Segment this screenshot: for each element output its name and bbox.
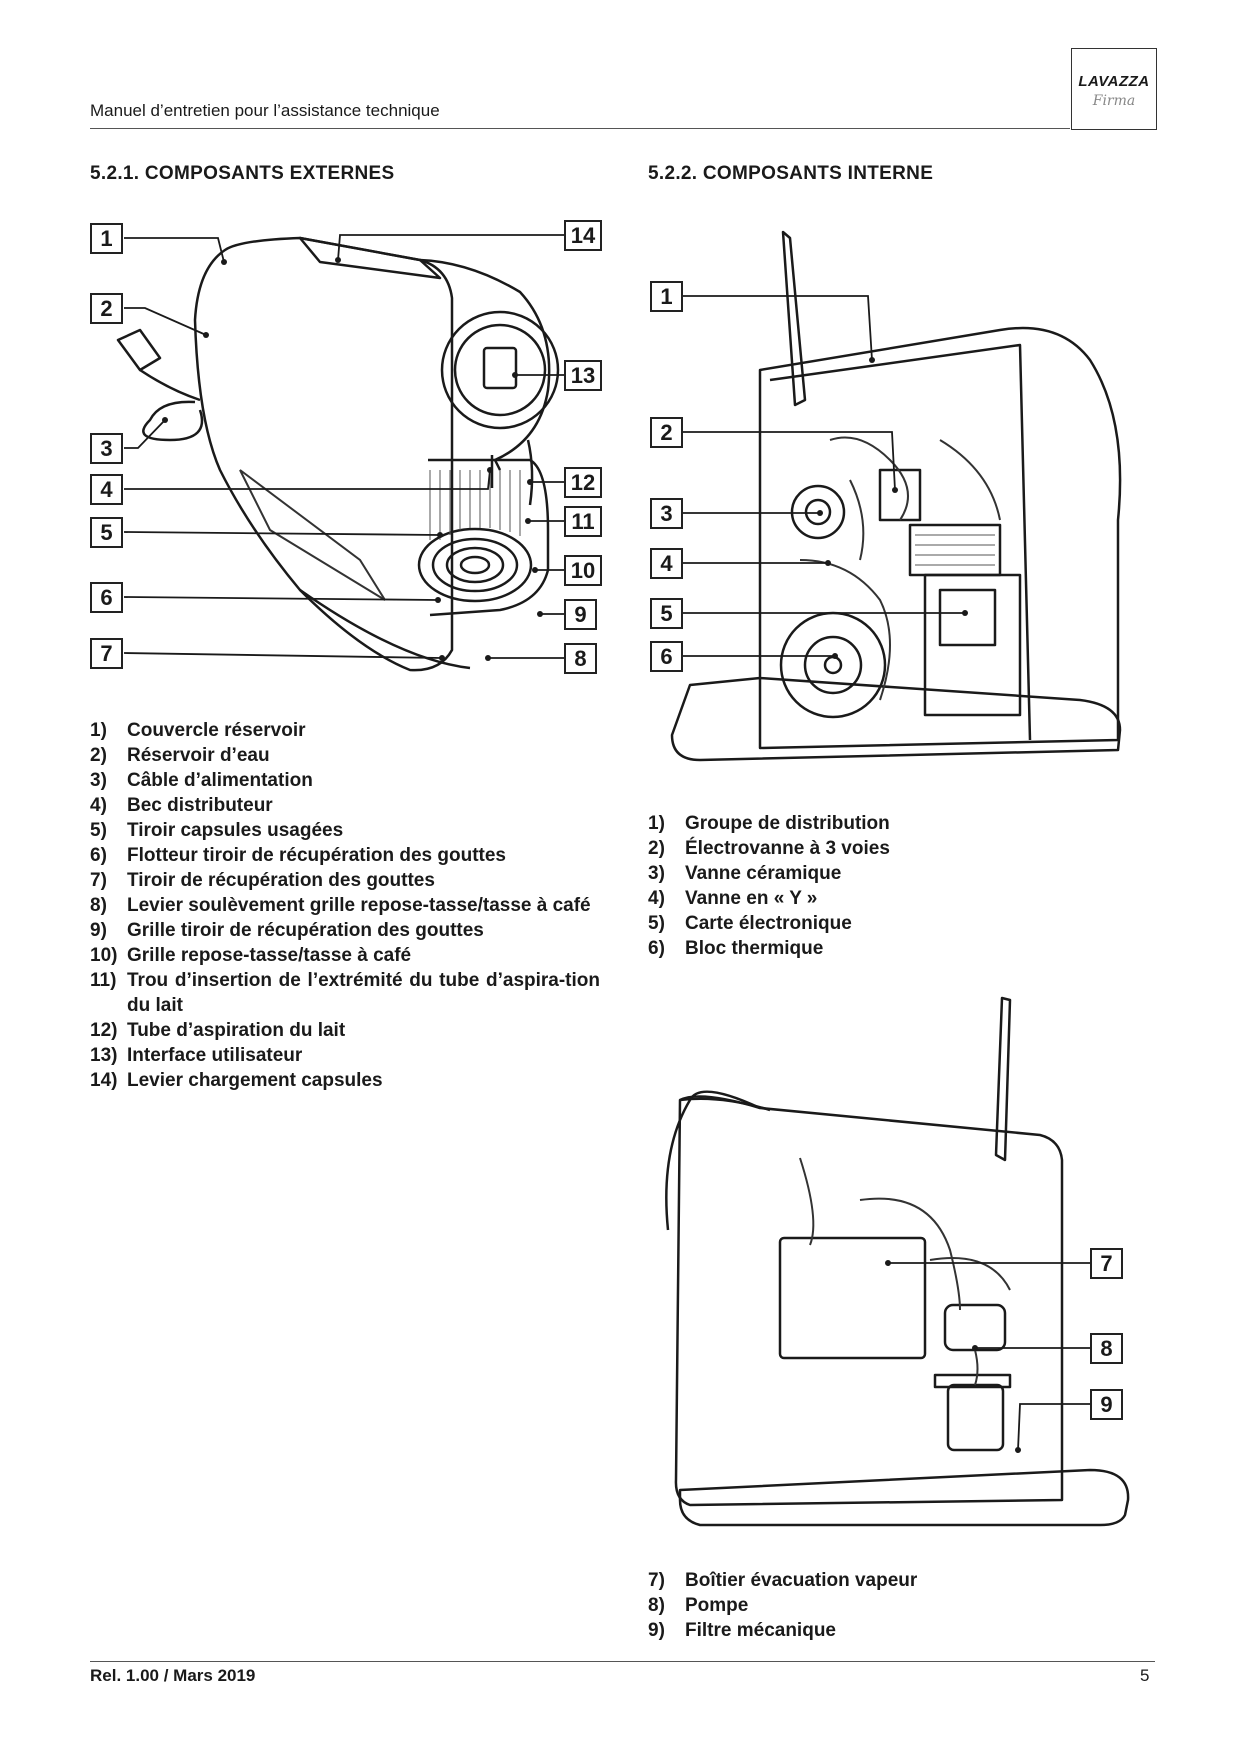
page-number: 5 [1140, 1666, 1150, 1685]
internal-components-list-bottom: 7)Boîtier évacuation vapeur 8)Pompe 9)Fi… [648, 1568, 1048, 1643]
list-item: 7)Boîtier évacuation vapeur [648, 1570, 918, 1591]
callout-int-5: 5 [650, 598, 683, 629]
callout-ext-14: 14 [564, 220, 602, 251]
list-item: 3)Câble d’alimentation [90, 770, 313, 791]
list-item: 6)Bloc thermique [648, 938, 824, 959]
callout-ext-13: 13 [564, 360, 602, 391]
external-components-list: 1)Couvercle réservoir 2)Réservoir d’eau … [90, 718, 600, 1093]
callout-int-7: 7 [1090, 1248, 1123, 1279]
callout-ext-1: 1 [90, 223, 123, 254]
list-item: 13)Interface utilisateur [90, 1045, 303, 1066]
callout-ext-5: 5 [90, 517, 123, 548]
callout-ext-9: 9 [564, 599, 597, 630]
callout-int-2: 2 [650, 417, 683, 448]
list-item: 5)Tiroir capsules usagées [90, 820, 344, 841]
callout-ext-2: 2 [90, 293, 123, 324]
list-item: 6)Flotteur tiroir de récupération des go… [90, 845, 506, 866]
callout-int-9: 9 [1090, 1389, 1123, 1420]
section-title-internal: 5.2.2. COMPOSANTS INTERNE [648, 163, 934, 184]
callout-ext-8: 8 [564, 643, 597, 674]
callout-int-4: 4 [650, 548, 683, 579]
internal-components-list-top: 1)Groupe de distribution 2)Électrovanne … [648, 811, 1048, 961]
footer-divider [90, 1661, 1155, 1662]
callout-ext-10: 10 [564, 555, 602, 586]
callout-int-8: 8 [1090, 1333, 1123, 1364]
release-info: Rel. 1.00 / Mars 2019 [90, 1666, 256, 1685]
list-item: 3)Vanne céramique [648, 863, 842, 884]
logo-brand-text: LAVAZZA [1078, 73, 1150, 90]
callout-ext-6: 6 [90, 582, 123, 613]
list-item: 2)Électrovanne à 3 voies [648, 838, 890, 859]
list-item: 11)Trou d’insertion de l’extrémité du tu… [90, 970, 600, 1016]
list-item: 1)Groupe de distribution [648, 813, 890, 834]
logo-sub-text: Firma [1092, 93, 1136, 109]
callout-ext-11: 11 [564, 506, 602, 537]
list-item: 10)Grille repose-tasse/tasse à café [90, 945, 412, 966]
list-item: 9)Grille tiroir de récupération des gout… [90, 920, 484, 941]
section-title-external: 5.2.1. COMPOSANTS EXTERNES [90, 163, 395, 184]
brand-logo: LAVAZZA Firma [1071, 48, 1157, 130]
list-item: 7)Tiroir de récupération des gouttes [90, 870, 435, 891]
callout-int-1: 1 [650, 281, 683, 312]
list-item: 8)Pompe [648, 1595, 749, 1616]
list-item: 1)Couvercle réservoir [90, 720, 306, 741]
list-item: 12)Tube d’aspiration du lait [90, 1020, 346, 1041]
header-title: Manuel d’entretien pour l’assistance tec… [90, 101, 440, 120]
list-item: 9)Filtre mécanique [648, 1620, 836, 1641]
list-item: 2)Réservoir d’eau [90, 745, 270, 766]
callout-int-3: 3 [650, 498, 683, 529]
list-item: 4)Bec distributeur [90, 795, 273, 816]
list-item: 8)Levier soulèvement grille repose-tasse… [90, 895, 591, 916]
list-item: 14)Levier chargement capsules [90, 1070, 383, 1091]
header-divider [90, 128, 1070, 129]
callout-ext-4: 4 [90, 474, 123, 505]
callout-ext-7: 7 [90, 638, 123, 669]
callout-ext-12: 12 [564, 467, 602, 498]
list-item: 4)Vanne en « Y » [648, 888, 818, 909]
list-item: 5)Carte électronique [648, 913, 852, 934]
callout-int-6: 6 [650, 641, 683, 672]
callout-ext-3: 3 [90, 433, 123, 464]
